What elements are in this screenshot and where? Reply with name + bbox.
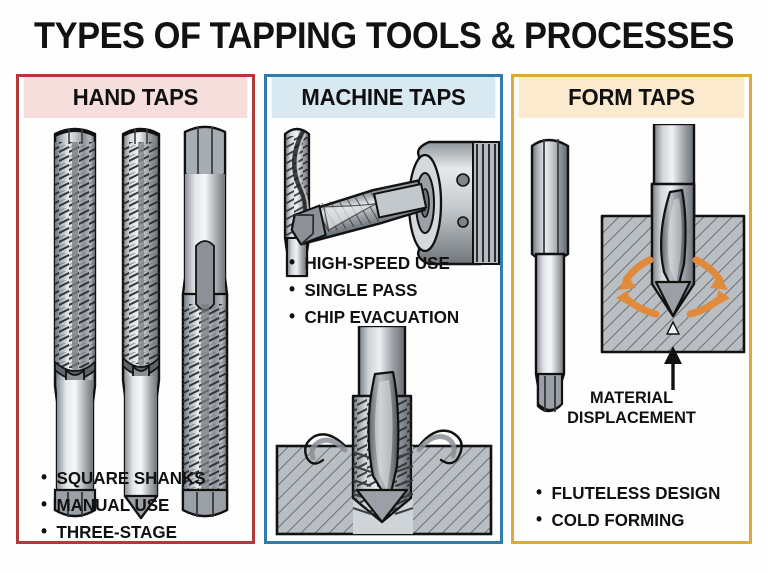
list-item: SQUARE SHANKS: [41, 467, 238, 489]
hand-tap-2: [121, 127, 161, 520]
list-item: CHIP EVACUATION: [289, 306, 486, 328]
list-item: NO CHIPS: [536, 536, 735, 541]
panel-hand-taps: HAND TAPS: [16, 74, 255, 544]
panel-machine-taps: MACHINE TAPS: [264, 74, 503, 544]
list-item: COLD FORMING: [536, 509, 735, 531]
chip-left: [304, 433, 347, 465]
list-item: FLUTELESS DESIGN: [536, 482, 735, 504]
panel-hand-taps-body: SQUARE SHANKS MANUAL USE THREE-STAGE PRO…: [19, 118, 252, 541]
list-item: THREE-STAGE PROCESS: [41, 521, 238, 541]
hand-tap-1: [53, 127, 97, 518]
machine-taps-bullet-list: HIGH-SPEED USE SINGLE PASS CHIP EVACUATI…: [289, 252, 492, 334]
hand-taps-illustration: [53, 125, 229, 520]
panel-machine-taps-header: MACHINE TAPS: [271, 77, 496, 118]
panel-form-taps-header: FORM TAPS: [518, 77, 745, 118]
panel-hand-taps-header: HAND TAPS: [23, 77, 248, 118]
list-item: HIGH-SPEED USE: [289, 252, 486, 274]
list-item: SINGLE PASS: [289, 279, 486, 301]
cold-forming-cross-section: [600, 124, 746, 354]
drill-chuck: [407, 140, 500, 266]
tap-in-chuck: [290, 179, 428, 246]
machine-tap-chuck-illustration: [283, 127, 500, 278]
chip-right: [417, 429, 463, 465]
machine-tapping-cross-section: [275, 326, 493, 536]
form-tap-tool: [530, 138, 570, 413]
page-title: TYPES OF TAPPING TOOLS & PROCESSES: [34, 15, 734, 56]
annotation-line-1: MATERIAL: [589, 388, 674, 407]
list-item: MANUAL USE: [41, 494, 238, 516]
form-taps-bullet-list: FLUTELESS DESIGN COLD FORMING NO CHIPS: [536, 482, 741, 541]
panel-form-taps: FORM TAPS: [511, 74, 752, 544]
hand-tap-3: [181, 125, 229, 518]
panel-machine-taps-body: HIGH-SPEED USE SINGLE PASS CHIP EVACUATI…: [267, 118, 500, 541]
panel-form-taps-body: MATERIAL DISPLACEMENT FLUTELESS DESIGN C…: [514, 118, 749, 541]
material-displacement-callout-arrow: [664, 346, 682, 390]
hand-taps-bullet-list: SQUARE SHANKS MANUAL USE THREE-STAGE PRO…: [41, 467, 244, 541]
tip-arrow-icon: [665, 320, 681, 335]
material-displacement-annotation: MATERIAL DISPLACEMENT: [519, 388, 745, 428]
annotation-line-2: DISPLACEMENT: [567, 408, 696, 427]
